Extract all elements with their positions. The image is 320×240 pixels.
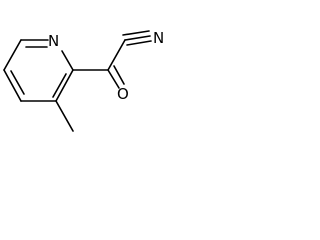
bond-carbonyl-to-nitrile [107,39,126,71]
bond-methyl [55,100,74,132]
bond-nitrile-1 [124,35,151,41]
carbonyl-oxygen-label: O [117,85,129,103]
bond-nitrile-2 [122,30,150,36]
nitrile-nitrogen-label: N [153,29,164,47]
structure-canvas: N N O [0,0,171,150]
bond-ring-c4-c5 [3,69,22,102]
bond-ring-c4-c5-inner [10,70,25,95]
bond-ring-c2-c3-inner [52,73,67,98]
bond-ring-c2-c3 [55,69,74,102]
ring-nitrogen-label: N [48,32,59,50]
bond-ring-c5-c6 [3,39,22,71]
bond-carbonyl-co [107,69,120,89]
molecule-structure: N N O [3,29,164,132]
bond-carbonyl-co-second [113,65,125,85]
bond-ring-n-c2 [61,50,74,71]
bond-nitrile-3 [126,40,152,46]
